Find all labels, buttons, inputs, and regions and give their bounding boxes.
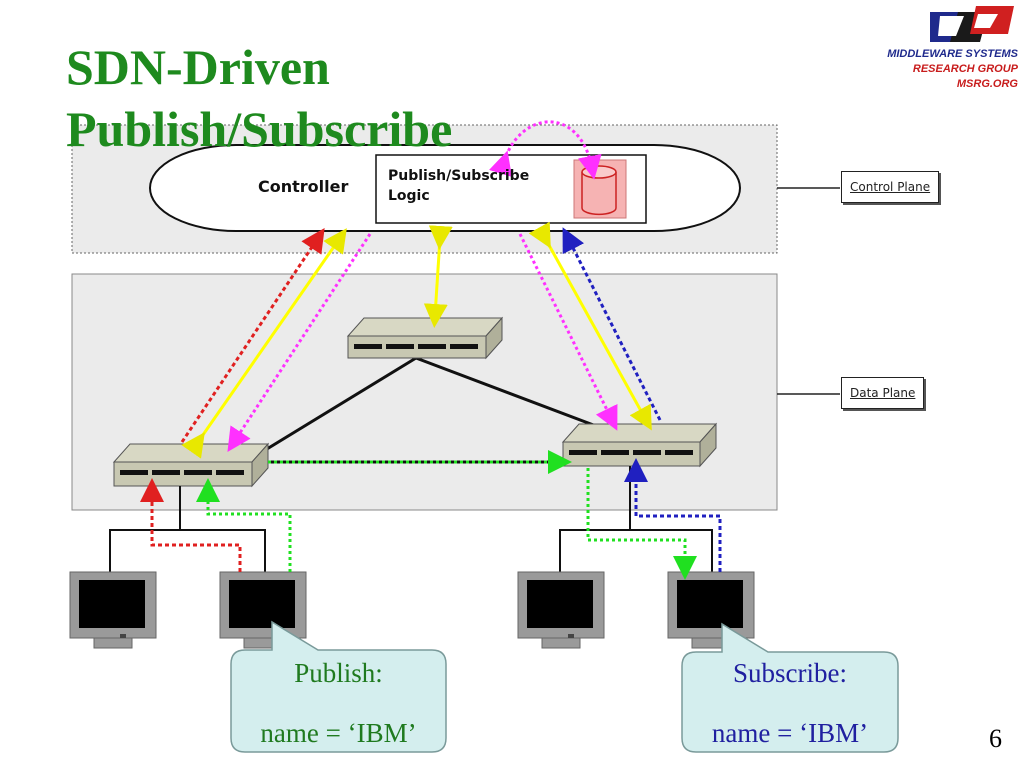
control-plane-label-text: Control Plane bbox=[850, 180, 931, 194]
arrow-red-publish bbox=[140, 478, 242, 572]
host-monitor-2-publisher bbox=[219, 571, 307, 649]
control-plane-label: Control Plane bbox=[841, 171, 940, 203]
arrow-yellow-right bbox=[528, 221, 652, 431]
publish-body: name = ‘IBM’ bbox=[260, 718, 417, 748]
msrg-logo-icon bbox=[930, 6, 1014, 42]
subscribe-callout-text: Subscribe: name = ‘IBM’ bbox=[682, 658, 898, 748]
switch-left bbox=[112, 442, 270, 488]
data-plane-label-text: Data Plane bbox=[850, 386, 916, 400]
arrow-yellow-left bbox=[181, 228, 347, 459]
subscribe-title: Subscribe: bbox=[733, 658, 847, 688]
pubsub-logic-line1: Publish/Subscribe bbox=[388, 168, 530, 184]
logo-line3: MSRG.ORG bbox=[956, 78, 1018, 90]
arrow-blue-subscribe bbox=[624, 458, 722, 572]
logo-text: MIDDLEWARE SYSTEMS RESEARCH GROUP MSRG.O… bbox=[887, 47, 1018, 92]
host-monitor-4-subscriber bbox=[667, 571, 755, 649]
slide-title: SDN-Driven Publish/Subscribe bbox=[66, 36, 452, 160]
host-monitor-3 bbox=[517, 571, 605, 649]
pubsub-logic-label: Publish/Subscribe Logic bbox=[388, 166, 529, 206]
subscribe-body: name = ‘IBM’ bbox=[711, 718, 869, 748]
publish-title: Publish: bbox=[294, 658, 383, 688]
switch-right bbox=[561, 422, 718, 468]
logo-line2: RESEARCH GROUP bbox=[912, 63, 1018, 75]
host-monitor-1 bbox=[69, 571, 157, 649]
slide-title-line2: Publish/Subscribe bbox=[66, 101, 453, 157]
arrow-blue-up bbox=[562, 227, 662, 421]
publish-callout bbox=[230, 620, 447, 753]
publish-callout-text: Publish: name = ‘IBM’ bbox=[231, 658, 446, 748]
slide-title-line1: SDN-Driven bbox=[66, 39, 330, 95]
subscribe-callout bbox=[681, 622, 899, 753]
controller-label: Controller bbox=[258, 177, 349, 196]
database-icon bbox=[573, 159, 627, 219]
arrow-green-deliver bbox=[586, 468, 697, 580]
switch-center bbox=[346, 316, 504, 360]
pubsub-logic-line2: Logic bbox=[388, 188, 430, 204]
data-plane-label: Data Plane bbox=[841, 377, 925, 409]
arrow-green-publish bbox=[196, 478, 292, 572]
page-number: 6 bbox=[989, 724, 1002, 753]
arrow-yellow-center bbox=[423, 225, 453, 328]
logo-line1: MIDDLEWARE SYSTEMS bbox=[887, 48, 1018, 60]
